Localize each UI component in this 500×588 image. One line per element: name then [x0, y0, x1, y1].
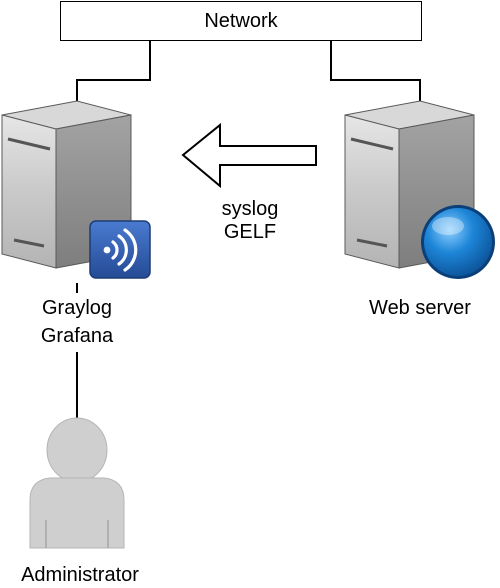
network-node: Network [60, 1, 422, 41]
flow-label-syslog: syslog [221, 198, 279, 220]
web-server-label: Web server [369, 297, 471, 319]
globe-icon [421, 205, 495, 279]
log-server-label-grafana: Grafana [40, 325, 114, 347]
flow-label-gelf: GELF [223, 221, 277, 243]
flow-arrow-icon [181, 122, 317, 189]
wireless-signal-icon [89, 220, 151, 279]
network-label: Network [204, 9, 278, 32]
network-link-left [76, 41, 151, 102]
network-link-right [330, 41, 421, 103]
user-icon [29, 417, 125, 549]
administrator-label: Administrator [21, 564, 139, 586]
log-server-label-graylog: Graylog [41, 297, 113, 319]
